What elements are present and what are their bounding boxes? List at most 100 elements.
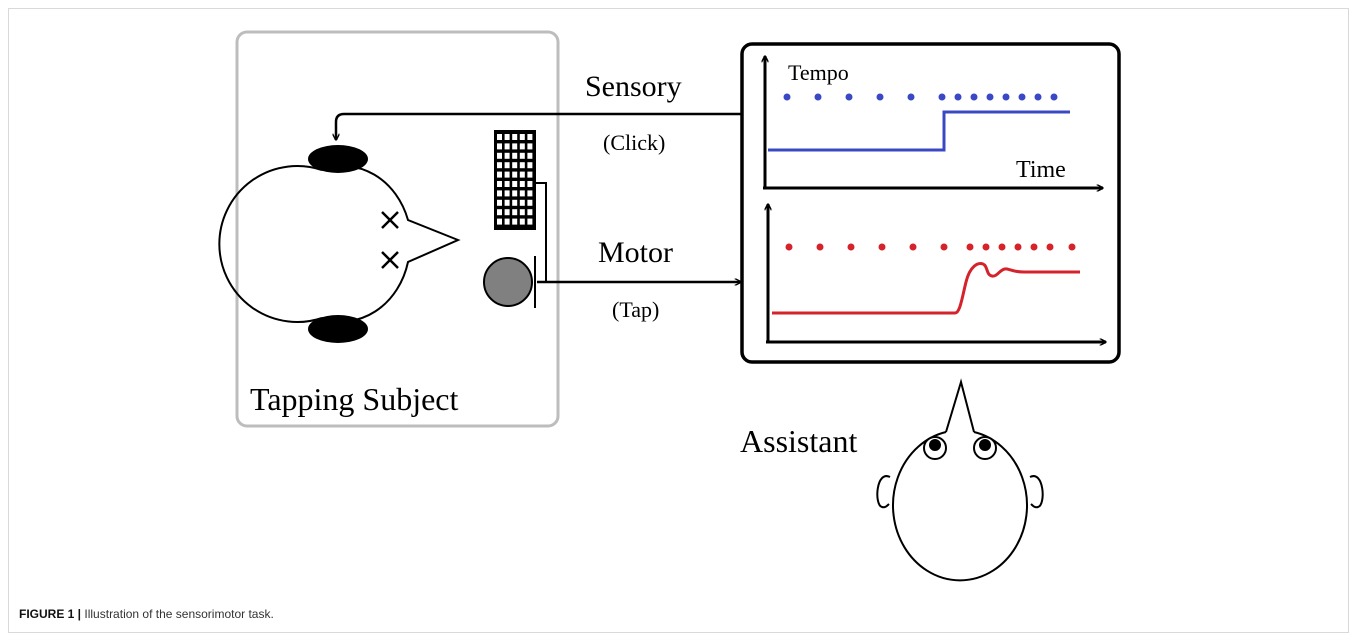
click-dot xyxy=(1018,93,1026,101)
tap-dot xyxy=(909,243,917,251)
keyboard-key xyxy=(527,199,533,206)
sensory-sublabel: (Click) xyxy=(603,130,665,155)
assistant-head-icon xyxy=(876,378,1044,582)
keyboard-key xyxy=(527,181,533,187)
keyboard-key xyxy=(512,199,518,206)
keyboard-key xyxy=(512,218,518,225)
tap-dot xyxy=(998,243,1006,251)
tap-dot xyxy=(966,243,974,251)
eye-right-icon xyxy=(973,436,997,460)
keyboard-key xyxy=(512,143,518,150)
keyboard-key xyxy=(519,162,525,169)
keyboard-key xyxy=(497,199,502,206)
keyboard-key xyxy=(527,209,533,216)
keyboard-cable xyxy=(536,182,547,282)
keyboard-key xyxy=(512,209,518,216)
tap-tempo-line xyxy=(772,262,1080,315)
click-dots xyxy=(783,93,1058,101)
keyboard-key xyxy=(504,152,510,159)
keyboard-key xyxy=(504,190,510,197)
caption-text: Illustration of the sensorimotor task. xyxy=(84,607,274,621)
closed-eye-top-icon xyxy=(381,211,399,229)
keyboard-key xyxy=(519,218,525,225)
keyboard-key xyxy=(527,143,533,150)
keyboard-key xyxy=(497,171,502,178)
closed-eye-bottom-icon xyxy=(381,251,399,269)
tap-dot xyxy=(1014,243,1022,251)
keyboard-key xyxy=(497,190,502,197)
keyboard-key xyxy=(512,190,518,197)
tap-dot xyxy=(785,243,793,251)
keyboard-key xyxy=(504,218,510,225)
keyboard-key xyxy=(519,209,525,216)
keyboard-key xyxy=(504,143,510,150)
sensory-arrow xyxy=(336,112,742,140)
keyboard-key xyxy=(497,143,502,150)
click-dot xyxy=(783,93,791,101)
keyboard-key xyxy=(527,190,533,197)
tap-dot xyxy=(816,243,824,251)
tap-pad-icon xyxy=(483,257,533,307)
keyboard-key xyxy=(519,181,525,187)
figure-caption: FIGURE 1 | Illustration of the sensorimo… xyxy=(19,607,274,621)
keyboard-key xyxy=(497,152,502,159)
tap-dot xyxy=(878,243,886,251)
keyboard-key xyxy=(519,143,525,150)
keyboard-key xyxy=(527,218,533,225)
ear-top-icon xyxy=(308,145,368,173)
tempo-plot: Tempo Time xyxy=(763,56,1103,188)
click-dot xyxy=(845,93,853,101)
click-dot xyxy=(876,93,884,101)
tap-tempo-plot xyxy=(766,204,1106,342)
keyboard-key xyxy=(504,171,510,178)
click-dot xyxy=(986,93,994,101)
keyboard-key xyxy=(512,181,518,187)
keyboard-key xyxy=(512,171,518,178)
tap-dot xyxy=(1068,243,1076,251)
keyboard-key xyxy=(519,152,525,159)
keyboard-key xyxy=(512,152,518,159)
keyboard-key xyxy=(527,134,533,140)
keyboard-key xyxy=(519,171,525,178)
keyboard-key xyxy=(512,162,518,169)
tapping-subject-box xyxy=(235,30,560,428)
keyboard-key xyxy=(527,162,533,169)
assistant-label: Assistant xyxy=(740,423,857,459)
keyboard-key xyxy=(519,199,525,206)
ear-right-icon xyxy=(1029,475,1044,509)
click-dot xyxy=(970,93,978,101)
tap-dot xyxy=(940,243,948,251)
motor-sublabel: (Tap) xyxy=(612,297,659,322)
keyboard-key xyxy=(504,134,510,140)
motor-label: Motor xyxy=(598,236,673,269)
click-dot xyxy=(954,93,962,101)
tap-dots xyxy=(785,243,1076,251)
keyboard-key xyxy=(512,134,518,140)
keyboard-key xyxy=(504,209,510,216)
ear-bottom-icon xyxy=(308,315,368,343)
keyboard-key xyxy=(504,162,510,169)
keyboard-key xyxy=(497,162,502,169)
keyboard-key xyxy=(497,134,502,140)
tap-dot xyxy=(1046,243,1054,251)
monitor-frame xyxy=(740,42,1121,364)
tap-dot xyxy=(1030,243,1038,251)
click-dot xyxy=(814,93,822,101)
keyboard-key xyxy=(519,134,525,140)
keyboard-key xyxy=(504,199,510,206)
keyboard-key xyxy=(497,181,502,187)
keyboard-key xyxy=(497,209,502,216)
eye-left-icon xyxy=(923,436,947,460)
figure-label: FIGURE 1 | xyxy=(19,607,82,621)
figure-frame xyxy=(8,8,1349,633)
click-dot xyxy=(1002,93,1010,101)
keyboard-key xyxy=(504,181,510,187)
click-dot xyxy=(1050,93,1058,101)
keyboard-icon xyxy=(494,130,536,230)
ear-left-icon xyxy=(876,475,891,509)
click-dot xyxy=(1034,93,1042,101)
tap-dot xyxy=(982,243,990,251)
keyboard-key xyxy=(497,218,502,225)
time-axis-label: Time xyxy=(1016,157,1066,183)
